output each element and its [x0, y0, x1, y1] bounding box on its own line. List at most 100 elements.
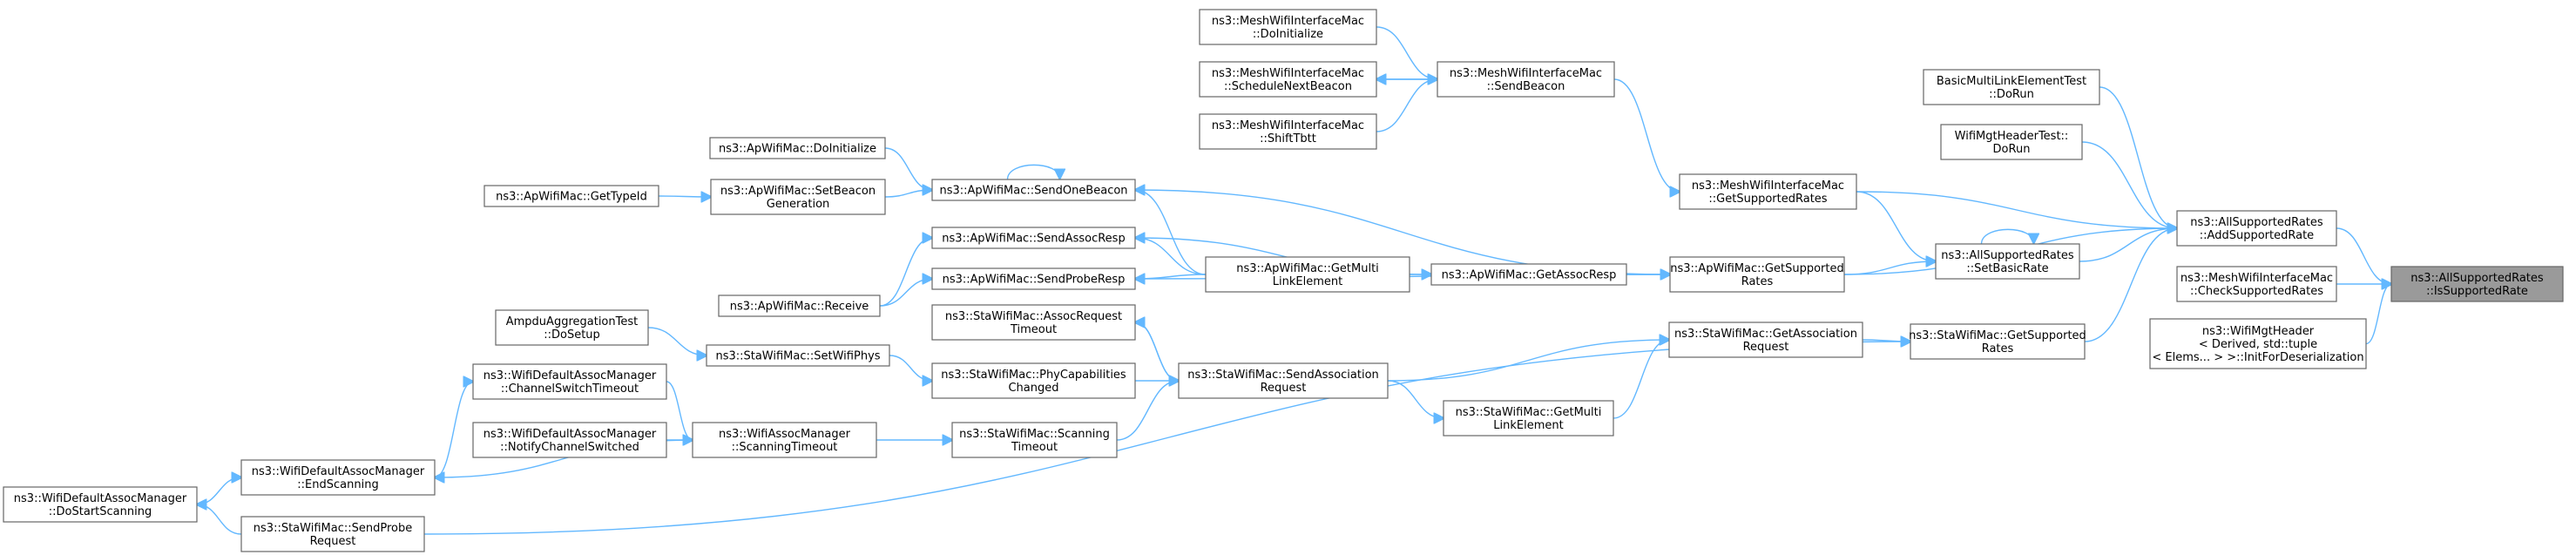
node-label: ns3::StaWifiMac::GetSupported	[1909, 329, 2086, 342]
node-box	[1430, 263, 1627, 286]
node-label: ::NotifyChannelSwitched	[500, 441, 639, 454]
node-wdamnotify[interactable]: ns3::WifiDefaultAssocManager::NotifyChan…	[472, 422, 667, 458]
node-meshsend[interactable]: ns3::MeshWifiInterfaceMac::SendBeacon	[1437, 61, 1615, 98]
node-box	[472, 422, 667, 458]
node-box	[718, 294, 881, 317]
node-apgetassoc[interactable]: ns3::ApWifiMac::GetAssocResp	[1430, 263, 1627, 286]
node-wdamend[interactable]: ns3::WifiDefaultAssocManager::EndScannin…	[240, 459, 436, 496]
edge-apgettype-to-apsetbeacon	[658, 196, 711, 197]
node-label: Request	[1743, 341, 1789, 354]
node-apgettype[interactable]: ns3::ApWifiMac::GetTypeId	[483, 185, 659, 207]
node-meshshift[interactable]: ns3::MeshWifiInterfaceMac::ShiftTbtt	[1199, 113, 1377, 150]
node-box	[1205, 256, 1410, 293]
node-label: ns3::StaWifiMac::SendAssociation	[1187, 369, 1379, 382]
node-stasetphys[interactable]: ns3::StaWifiMac::SetWifiPhys	[706, 344, 890, 367]
node-label: Request	[1261, 382, 1307, 395]
node-label: ns3::WifiMgtHeader	[2202, 325, 2315, 338]
node-box	[1199, 113, 1377, 150]
node-label: LinkElement	[1493, 419, 1563, 432]
edge-wmht-to-add	[2081, 141, 2177, 228]
node-aprecv[interactable]: ns3::ApWifiMac::Receive	[718, 294, 881, 317]
node-box	[240, 516, 425, 552]
node-wdamstart[interactable]: ns3::WifiDefaultAssocManager::DoStartSca…	[3, 486, 198, 523]
node-stagsr[interactable]: ns3::StaWifiMac::GetSupportedRates	[1909, 323, 2086, 360]
edge-stasendassoc-to-stagetassoc	[1387, 340, 1669, 382]
node-label: ns3::MeshWifiInterfaceMac	[1692, 179, 1844, 193]
node-label: ns3::ApWifiMac::SendAssocResp	[942, 233, 1125, 246]
node-label: ns3::StaWifiMac::AssocRequest	[945, 310, 1122, 323]
node-apsendprobe[interactable]: ns3::ApWifiMac::SendProbeResp	[931, 267, 1136, 290]
node-label: ns3::ApWifiMac::GetMulti	[1236, 262, 1379, 275]
node-setbasic[interactable]: ns3::AllSupportedRates::SetBasicRate	[1935, 243, 2080, 280]
node-initdes[interactable]: ns3::WifiMgtHeader< Derived, std::tuple<…	[2149, 318, 2367, 369]
edge-apsetbeacon-to-apsendone	[884, 190, 932, 198]
edge-meshgsr-to-setbasic	[1856, 191, 1936, 261]
edge-stagetmulti-to-stagetassoc	[1613, 340, 1669, 419]
node-apgsr[interactable]: ns3::ApWifiMac::GetSupportedRates	[1669, 256, 1845, 293]
node-wamscan[interactable]: ns3::WifiAssocManager::ScanningTimeout	[692, 422, 877, 458]
node-label: ns3::StaWifiMac::SendProbe	[254, 522, 412, 535]
node-box	[1668, 321, 1863, 358]
edge-staassoctimeout-to-stasendassoc	[1134, 321, 1179, 381]
node-stascantimeout[interactable]: ns3::StaWifiMac::ScanningTimeout	[951, 422, 1118, 458]
node-box	[472, 363, 667, 400]
node-box	[495, 309, 649, 346]
node-label: ::CheckSupportedRates	[2190, 285, 2323, 298]
node-meshsched[interactable]: ns3::MeshWifiInterfaceMac::ScheduleNextB…	[1199, 61, 1377, 98]
node-box	[692, 422, 877, 458]
node-wmht[interactable]: WifiMgtHeaderTest::DoRun	[1940, 124, 2083, 160]
node-apsendassoc[interactable]: ns3::ApWifiMac::SendAssocResp	[931, 227, 1136, 249]
node-meshdoinit[interactable]: ns3::MeshWifiInterfaceMac::DoInitialize	[1199, 9, 1377, 45]
node-apdoinit[interactable]: ns3::ApWifiMac::DoInitialize	[709, 137, 886, 159]
node-label: ns3::MeshWifiInterfaceMac	[1212, 67, 1364, 80]
node-box	[2176, 210, 2337, 247]
node-wdamchan[interactable]: ns3::WifiDefaultAssocManager::ChannelSwi…	[472, 363, 667, 400]
node-label: LinkElement	[1273, 275, 1342, 288]
node-label: ns3::WifiDefaultAssocManager	[483, 369, 657, 382]
edge-apdoinit-to-apsendone	[884, 147, 932, 190]
node-label: ns3::MeshWifiInterfaceMac	[1212, 15, 1364, 28]
edge-stasetphys-to-staphycap	[889, 355, 932, 381]
edge-stasendassoc-to-stagetmulti	[1387, 380, 1444, 418]
edge-apgsr-to-setbasic	[1843, 261, 1936, 275]
edge-meshshift-to-meshsend	[1376, 79, 1437, 132]
node-label: ::AddSupportedRate	[2200, 229, 2314, 242]
node-box	[706, 344, 890, 367]
node-label: ns3::MeshWifiInterfaceMac	[1212, 119, 1364, 132]
node-add[interactable]: ns3::AllSupportedRates::AddSupportedRate	[2176, 210, 2337, 247]
node-apsendone[interactable]: ns3::ApWifiMac::SendOneBeacon	[931, 179, 1136, 201]
node-label: ns3::WifiDefaultAssocManager	[483, 428, 657, 441]
node-label: WifiMgtHeaderTest::	[1955, 130, 2069, 143]
node-label: ::ChannelSwitchTimeout	[501, 382, 639, 396]
node-label: ns3::ApWifiMac::GetSupported	[1670, 262, 1843, 275]
node-label: Timeout	[1011, 441, 1058, 454]
node-ampdu[interactable]: AmpduAggregationTest::DoSetup	[495, 309, 649, 346]
node-bmle[interactable]: BasicMultiLinkElementTest::DoRun	[1923, 69, 2100, 105]
node-label: ::IsSupportedRate	[2426, 285, 2528, 298]
node-box	[1679, 173, 1857, 210]
node-label: ns3::StaWifiMac::GetAssociation	[1674, 328, 1857, 341]
node-label: ns3::ApWifiMac::SendOneBeacon	[939, 185, 1127, 198]
node-check[interactable]: ns3::MeshWifiInterfaceMac::CheckSupporte…	[2176, 266, 2337, 302]
edge-initdes-to-is	[2365, 284, 2391, 345]
node-box	[1935, 243, 2080, 280]
node-label: ns3::AllSupportedRates	[1941, 249, 2074, 262]
node-meshgsr[interactable]: ns3::MeshWifiInterfaceMac::GetSupportedR…	[1679, 173, 1857, 210]
node-label: ns3::ApWifiMac::SendProbeResp	[943, 274, 1126, 287]
edge-aprecv-to-apsendprobe	[879, 279, 932, 307]
node-box	[3, 486, 198, 523]
edge-wdamstart-to-wdamend	[196, 477, 241, 505]
edge-apgetmulti-to-apsendone	[1135, 190, 1207, 275]
edge-meshsend-to-meshgsr	[1613, 78, 1680, 192]
node-label: ns3::AllSupportedRates	[2410, 272, 2544, 285]
node-is[interactable]: ns3::AllSupportedRates::IsSupportedRate	[2390, 266, 2564, 302]
node-label: ns3::ApWifiMac::GetTypeId	[496, 191, 647, 204]
